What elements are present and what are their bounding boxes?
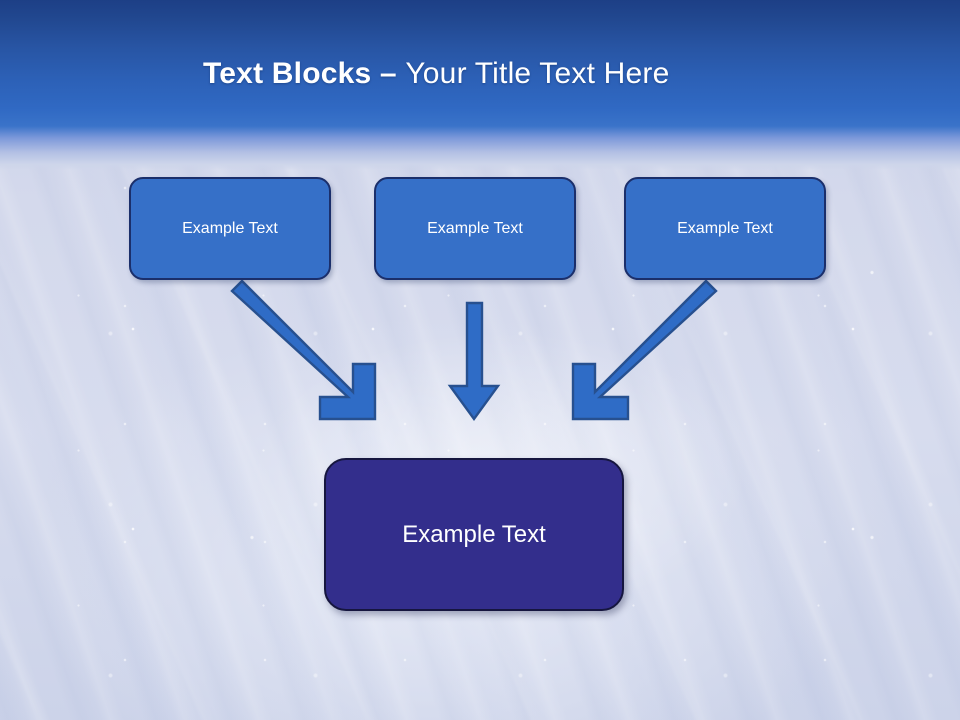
text-block-1[interactable]: Example Text (129, 177, 331, 280)
text-block-3-label: Example Text (677, 219, 773, 237)
arrow-left-diagonal (230, 279, 377, 421)
text-block-result-label: Example Text (402, 520, 546, 548)
page-title-bold: Text Blocks (203, 57, 372, 90)
text-block-1-label: Example Text (182, 219, 278, 237)
text-block-2[interactable]: Example Text (374, 177, 576, 280)
page-title: Text Blocks – Your Title Text Here (203, 55, 670, 93)
text-block-3[interactable]: Example Text (624, 177, 826, 280)
text-block-2-label: Example Text (427, 219, 523, 237)
page-title-normal: Your Title Text Here (405, 57, 670, 90)
page-title-separator: – (371, 57, 406, 90)
text-block-result[interactable]: Example Text (324, 458, 624, 611)
title-banner (0, 0, 960, 126)
title-banner-fade (0, 126, 960, 170)
arrow-center-vertical (447, 301, 501, 422)
arrow-right-diagonal (571, 279, 718, 421)
